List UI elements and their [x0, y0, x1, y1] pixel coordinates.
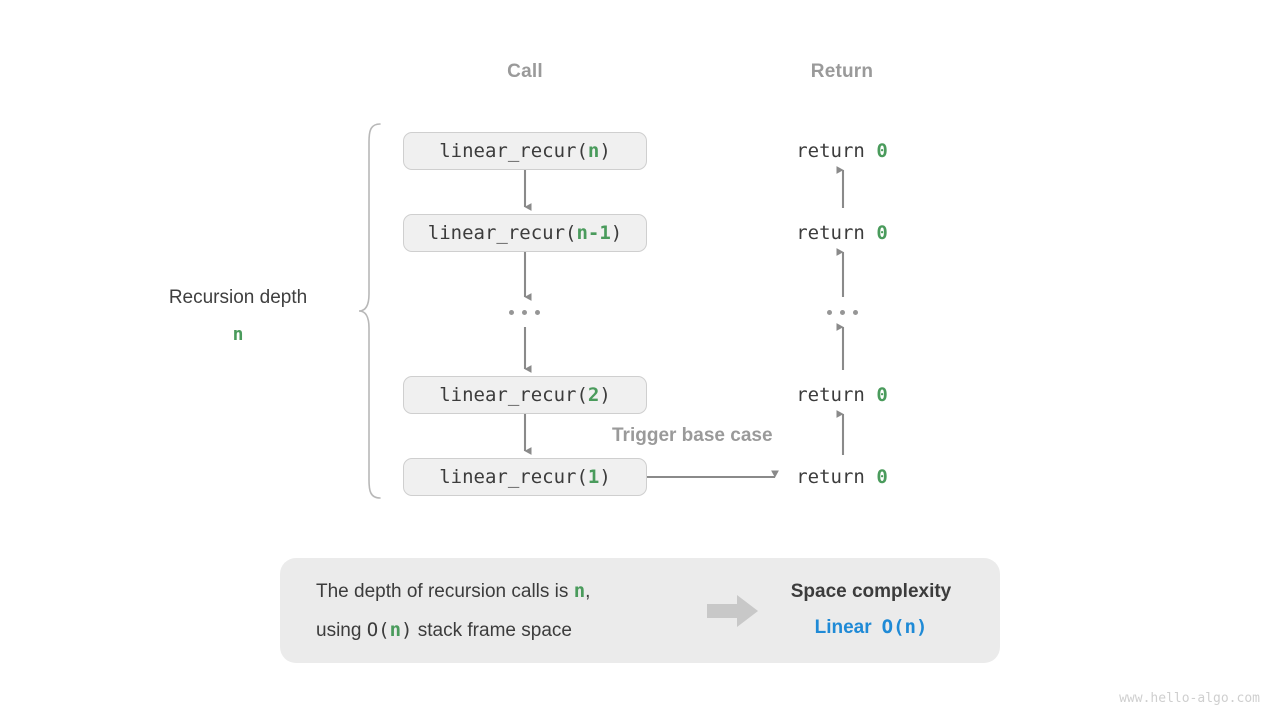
- call-frame-box[interactable]: linear_recur(1): [403, 458, 647, 496]
- recursion-depth-brace: [358, 123, 381, 499]
- right-block-arrow-icon: [707, 594, 758, 627]
- call-frame-close: ): [599, 384, 611, 406]
- return-statement: return 0: [742, 466, 942, 488]
- summary-notation-close: ): [401, 618, 413, 641]
- summary-result: Space complexity Linear O(n): [770, 576, 1000, 646]
- watermark: www.hello-algo.com: [1119, 691, 1260, 706]
- return-value: 0: [876, 466, 888, 488]
- summary-result-value: Linear O(n): [770, 610, 972, 646]
- call-frame-arg: 1: [587, 466, 600, 488]
- return-ellipsis-icon: [827, 310, 858, 315]
- call-frame-name: linear_recur(: [439, 466, 588, 488]
- call-frame-name: linear_recur(: [439, 384, 588, 406]
- summary-result-word: Linear: [814, 616, 872, 638]
- summary-panel: The depth of recursion calls is n, using…: [280, 558, 1000, 663]
- call-frame-box[interactable]: linear_recur(n-1): [403, 214, 647, 252]
- summary-line-1-prefix: The depth of recursion calls is: [316, 580, 574, 602]
- call-frame-arg: n-1: [576, 222, 611, 244]
- return-value: 0: [876, 140, 888, 162]
- summary-description: The depth of recursion calls is n, using…: [316, 572, 696, 650]
- return-statement: return 0: [742, 384, 942, 406]
- call-frame-arg: 2: [587, 384, 600, 406]
- summary-line-1-var: n: [573, 579, 586, 602]
- call-frame-name: linear_recur(: [439, 140, 588, 162]
- summary-notation-open: O(: [366, 618, 390, 641]
- summary-line-2-suffix: stack frame space: [412, 619, 572, 641]
- return-keyword: return: [796, 466, 877, 488]
- return-keyword: return: [796, 140, 877, 162]
- column-header-call: Call: [507, 61, 543, 82]
- recursion-depth-annotation: Recursion depth n: [118, 284, 358, 349]
- summary-result-notation: O(n): [881, 615, 928, 638]
- return-statement: return 0: [742, 140, 942, 162]
- return-keyword: return: [796, 384, 877, 406]
- return-value: 0: [876, 222, 888, 244]
- call-frame-arg: n: [587, 140, 600, 162]
- call-frame-close: ): [610, 222, 623, 244]
- summary-line-1: The depth of recursion calls is n,: [316, 572, 696, 611]
- call-frame-close: ): [599, 466, 611, 488]
- recursion-depth-title: Recursion depth: [168, 287, 308, 308]
- return-value: 0: [876, 384, 888, 406]
- summary-line-2-var: n: [389, 618, 402, 641]
- call-frame-name: linear_recur(: [427, 222, 577, 244]
- call-ellipsis-icon: [509, 310, 540, 315]
- summary-line-1-suffix: ,: [585, 580, 591, 602]
- column-header-return: Return: [810, 61, 874, 82]
- summary-line-2: using O(n) stack frame space: [316, 611, 696, 650]
- trigger-base-case-label: Trigger base case: [612, 425, 773, 446]
- summary-result-title: Space complexity: [790, 580, 952, 602]
- summary-line-2-prefix: using: [316, 619, 367, 641]
- summary-implies-arrow-wrap: [696, 594, 770, 628]
- return-keyword: return: [796, 222, 877, 244]
- call-frame-box[interactable]: linear_recur(2): [403, 376, 647, 414]
- recursion-depth-value: n: [232, 324, 244, 345]
- call-frame-close: ): [599, 140, 611, 162]
- call-frame-box[interactable]: linear_recur(n): [403, 132, 647, 170]
- return-statement: return 0: [742, 222, 942, 244]
